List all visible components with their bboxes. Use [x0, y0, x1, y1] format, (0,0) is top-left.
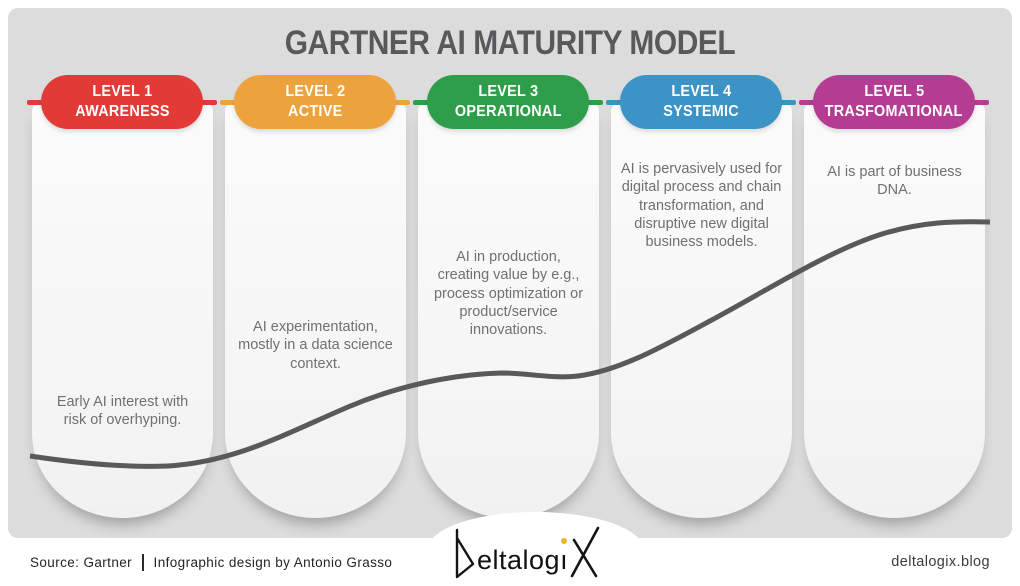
level-4-column: AI is pervasively used for digital proce… — [611, 103, 792, 518]
level-4-description: AI is pervasively used for digital proce… — [620, 161, 783, 251]
footer-separator — [142, 553, 144, 571]
level-5-description: AI is part of business DNA. — [827, 164, 962, 199]
deltalogix-d-mark — [455, 528, 475, 579]
level-5-pill: LEVEL 5 TRASFOMATIONAL — [813, 75, 975, 129]
deltalogix-logo-i: ı — [560, 538, 568, 580]
level-5-label: LEVEL 5 — [863, 83, 925, 101]
level-4-label: LEVEL 4 — [670, 83, 732, 101]
level-2-panel — [225, 103, 406, 518]
footer-bar: Source: Gartner Infographic design by An… — [0, 538, 1020, 586]
level-3-column: AI in production, creating value by e.g.… — [418, 103, 599, 518]
level-4-header: LEVEL 4 SYSTEMIC — [606, 75, 796, 129]
deltalogix-logo[interactable]: eltalog ı — [452, 524, 601, 580]
level-1-name: AWARENESS — [74, 103, 170, 120]
level-2-description: AI experimentation, mostly in a data sci… — [238, 319, 393, 372]
level-3-label: LEVEL 3 — [477, 83, 539, 101]
level-2-label: LEVEL 2 — [284, 83, 346, 101]
level-3-name: OPERATIONAL — [454, 103, 562, 120]
level-2-header: LEVEL 2 ACTIVE — [220, 75, 410, 129]
level-1-description: Early AI interest with risk of overhypin… — [56, 394, 189, 429]
deltalogix-logo-text: eltalog — [477, 545, 561, 575]
level-3-description: AI in production, creating value by e.g.… — [433, 249, 584, 339]
footer-credits: Source: Gartner Infographic design by An… — [30, 553, 393, 571]
level-5-column: AI is part of business DNA. — [804, 103, 985, 518]
deltalogix-logo-dot — [561, 538, 568, 544]
page-title: GARTNER AI MATURITY MODEL — [0, 24, 1020, 63]
level-2-column: AI experimentation, mostly in a data sci… — [225, 103, 406, 518]
credit-text: Infographic design by Antonio Grasso — [153, 554, 393, 570]
level-1-pill: LEVEL 1 AWARENESS — [41, 75, 203, 129]
level-2-pill: LEVEL 2 ACTIVE — [234, 75, 396, 129]
page-title-text: GARTNER AI MATURITY MODEL — [284, 24, 736, 62]
level-5-name: TRASFOMATIONAL — [825, 103, 963, 120]
level-4-name: SYSTEMIC — [663, 103, 739, 120]
level-3-pill: LEVEL 3 OPERATIONAL — [427, 75, 589, 129]
level-1-panel — [32, 103, 213, 518]
level-5-header: LEVEL 5 TRASFOMATIONAL — [799, 75, 989, 129]
level-1-header: LEVEL 1 AWARENESS — [27, 75, 217, 129]
site-url[interactable]: deltalogix.blog — [891, 554, 990, 570]
level-1-label: LEVEL 1 — [91, 83, 153, 101]
level-2-name: ACTIVE — [287, 103, 343, 120]
level-4-pill: LEVEL 4 SYSTEMIC — [620, 75, 782, 129]
level-3-header: LEVEL 3 OPERATIONAL — [413, 75, 603, 129]
source-text: Source: Gartner — [30, 554, 133, 570]
deltalogix-x-mark — [570, 526, 600, 578]
level-1-column: Early AI interest with risk of overhypin… — [32, 103, 213, 518]
